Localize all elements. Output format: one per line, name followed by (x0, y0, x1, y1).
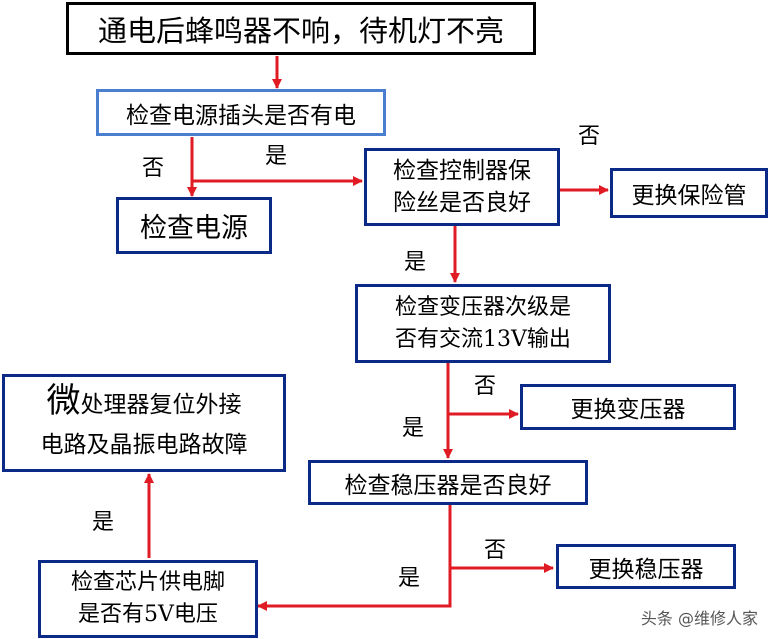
check-power-text: 检查电源 (140, 213, 248, 244)
check-regulator-node: 检查稳压器是否良好 (308, 460, 588, 505)
replace-transformer-text: 更换变压器 (570, 397, 686, 423)
check-regulator-text: 检查稳压器是否良好 (344, 472, 552, 499)
start-node-text: 通电后蜂鸣器不响，待机灯不亮 (97, 13, 504, 48)
label-yes-chip: 是 (92, 510, 115, 535)
check-transformer-node: 检查变压器次级是 否有交流13V输出 (355, 284, 611, 363)
label-no-regulator: 否 (484, 538, 507, 563)
check-chip-pin-node: 检查芯片供电脚 是否有5V电压 (38, 560, 258, 638)
label-yes-fuse: 是 (404, 250, 427, 275)
arrow-regulator-to-chip (257, 504, 452, 611)
check-chip-pin-line-1: 检查芯片供电脚 (70, 570, 225, 595)
mcu-fault-line-1-rest: 处理器复位外接 (80, 392, 242, 418)
replace-fuse-node: 更换保险管 (610, 168, 768, 218)
check-transformer-line-2: 否有交流13V输出 (395, 326, 571, 352)
mcu-fault-line-2: 电路及晶振电路故障 (40, 432, 248, 458)
check-transformer-line-1: 检查变压器次级是 (394, 294, 571, 320)
label-no-power: 否 (142, 156, 165, 181)
replace-fuse-text: 更换保险管 (631, 183, 747, 209)
watermark: 头条 @维修人家 (640, 609, 758, 628)
check-power-plug-node: 检查电源插头是否有电 (96, 89, 386, 136)
label-yes-transformer: 是 (402, 416, 425, 441)
check-chip-pin-line-2: 是否有5V电压 (78, 602, 218, 627)
check-power-node: 检查电源 (116, 197, 272, 254)
mcu-fault-node: 微处理器复位外接 电路及晶振电路故障 (2, 374, 286, 472)
start-node: 通电后蜂鸣器不响，待机灯不亮 (66, 2, 536, 55)
check-power-plug-text: 检查电源插头是否有电 (126, 102, 356, 129)
label-no-fuse: 否 (578, 124, 601, 149)
check-fuse-line-1: 检查控制器保 (393, 158, 531, 184)
label-yes-power: 是 (265, 144, 288, 169)
mcu-fault-line-1: 微处理器复位外接 (47, 381, 242, 425)
label-no-transformer: 否 (474, 374, 497, 399)
replace-regulator-node: 更换稳压器 (556, 544, 736, 589)
check-fuse-line-2: 险丝是否良好 (393, 190, 531, 216)
label-yes-regulator: 是 (398, 566, 421, 591)
check-fuse-node: 检查控制器保 险丝是否良好 (364, 148, 560, 226)
mcu-fault-big-char: 微 (46, 381, 81, 421)
replace-regulator-text: 更换稳压器 (588, 556, 704, 583)
replace-transformer-node: 更换变压器 (520, 384, 736, 430)
